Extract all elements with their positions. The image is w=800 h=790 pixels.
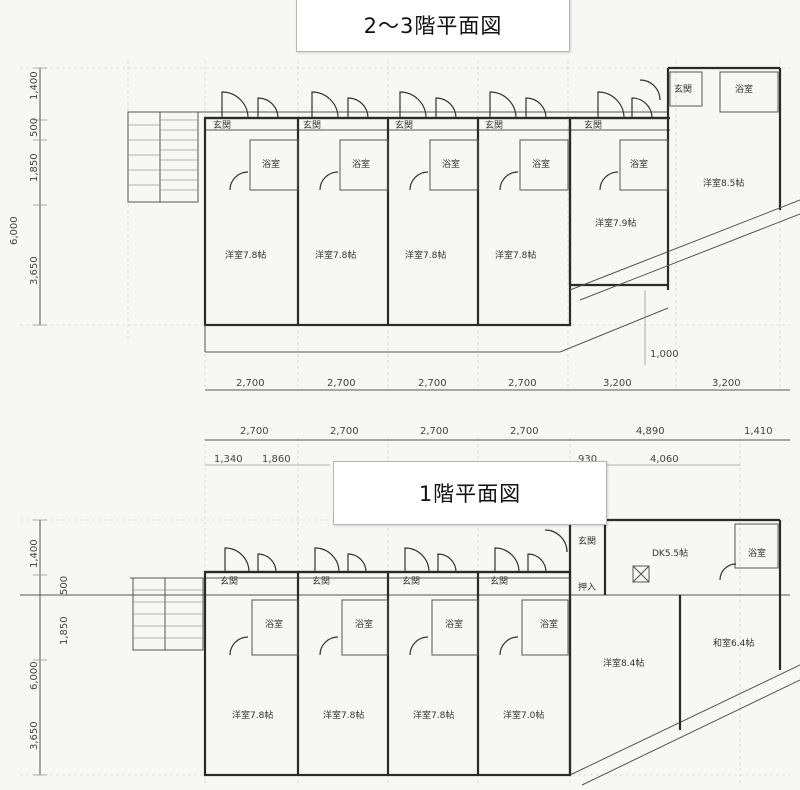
upper-bath-3: 浴室	[442, 158, 460, 170]
lower-sdim-3: 930	[578, 454, 597, 465]
lower-dk: DK5.5帖	[652, 547, 688, 559]
lower-bath-3: 浴室	[445, 618, 463, 630]
upper-bdim-1: 2,700	[236, 378, 265, 389]
lower-entrance-large: 玄関	[578, 535, 596, 547]
lower-entrance-4: 玄関	[490, 575, 508, 587]
upper-vdim-4: 6,000	[9, 216, 20, 245]
upper-bdim-3: 2,700	[418, 378, 447, 389]
upper-bath-2: 浴室	[352, 158, 370, 170]
lower-entrance-3: 玄関	[402, 575, 420, 587]
lower-sdim-2: 1,860	[262, 454, 291, 465]
upper-bath-5: 浴室	[630, 158, 648, 170]
lower-bath-2: 浴室	[355, 618, 373, 630]
upper-bdim-4: 2,700	[508, 378, 537, 389]
lower-sdim-1: 1,340	[214, 454, 243, 465]
upper-entrance-2: 玄関	[303, 119, 321, 131]
upper-room-5: 洋室7.9帖	[595, 217, 636, 229]
lower-room-tatami: 和室6.4帖	[713, 637, 754, 649]
lower-floor-plan: 2,700 2,700 2,700 2,700 4,890 1,410 1,34…	[20, 426, 800, 786]
upper-entrance-4: 玄関	[485, 119, 503, 131]
lower-staircase	[132, 577, 204, 651]
upper-room-3: 洋室7.8帖	[405, 249, 446, 261]
upper-room-1: 洋室7.8帖	[225, 249, 266, 261]
lower-room-2: 洋室7.8帖	[323, 709, 364, 721]
upper-vdim-1: 1,400	[29, 71, 40, 100]
upper-bdim-2: 2,700	[327, 378, 356, 389]
upper-bdim-6: 3,200	[712, 378, 741, 389]
lower-vdim-4: 6,000	[29, 661, 40, 690]
upper-entrance-3: 玄関	[395, 119, 413, 131]
upper-bath-end: 浴室	[735, 83, 753, 95]
upper-floor-plan: 1,400 500 1,850 6,000 3,650	[9, 60, 800, 391]
lower-tdim-2: 2,700	[330, 426, 359, 437]
lower-vdim-3: 1,850	[59, 616, 70, 645]
lower-tdim-6: 1,410	[744, 426, 773, 437]
lower-bath-large: 浴室	[748, 547, 766, 559]
lower-tdim-5: 4,890	[636, 426, 665, 437]
lower-tdim-3: 2,700	[420, 426, 449, 437]
upper-vdim-2: 500	[29, 118, 40, 137]
lower-entrance-2: 玄関	[312, 575, 330, 587]
upper-bath-4: 浴室	[532, 158, 550, 170]
upper-floor-title: 2～3階平面図	[296, 0, 570, 52]
lower-tdim-1: 2,700	[240, 426, 269, 437]
lower-room-4: 洋室7.0帖	[503, 709, 544, 721]
upper-entrance-end: 玄関	[674, 83, 692, 95]
lower-bath-1: 浴室	[265, 618, 283, 630]
upper-small-dim: 1,000	[650, 349, 679, 360]
lower-floor-title: 1階平面図	[333, 461, 607, 525]
lower-entrance-1: 玄関	[220, 575, 238, 587]
upper-room-2: 洋室7.8帖	[315, 249, 356, 261]
upper-entrance-1: 玄関	[213, 119, 231, 131]
lower-room-3: 洋室7.8帖	[413, 709, 454, 721]
lower-tdim-4: 2,700	[510, 426, 539, 437]
upper-bath-1: 浴室	[262, 158, 280, 170]
upper-vdim-3: 1,850	[29, 153, 40, 182]
upper-staircase	[127, 111, 199, 203]
lower-room-west: 洋室8.4帖	[603, 657, 644, 669]
lower-storage: 押入	[578, 581, 596, 593]
lower-vdim-1: 1,400	[29, 539, 40, 568]
upper-room-4: 洋室7.8帖	[495, 249, 536, 261]
upper-room-end: 洋室8.5帖	[703, 177, 744, 189]
upper-bdim-5: 3,200	[603, 378, 632, 389]
lower-room-1: 洋室7.8帖	[232, 709, 273, 721]
lower-vdim-2: 500	[59, 576, 70, 595]
upper-vdim-5: 3,650	[29, 256, 40, 285]
lower-bath-4: 浴室	[540, 618, 558, 630]
lower-vdim-5: 3,650	[29, 721, 40, 750]
upper-entrance-5: 玄関	[584, 119, 602, 131]
lower-sdim-4: 4,060	[650, 454, 679, 465]
